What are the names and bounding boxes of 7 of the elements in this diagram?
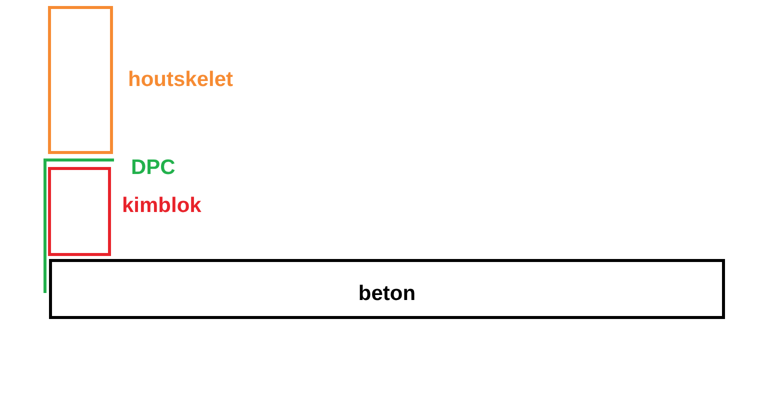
timber-frame-box [48, 6, 113, 154]
damp-proof-course-line [43, 158, 114, 293]
slab-label: beton [358, 282, 416, 306]
part-label: kimblok [122, 194, 202, 218]
concrete-slab-box [49, 259, 725, 319]
part-label: DPC [131, 156, 176, 180]
part-label: houtskelet [128, 68, 234, 92]
